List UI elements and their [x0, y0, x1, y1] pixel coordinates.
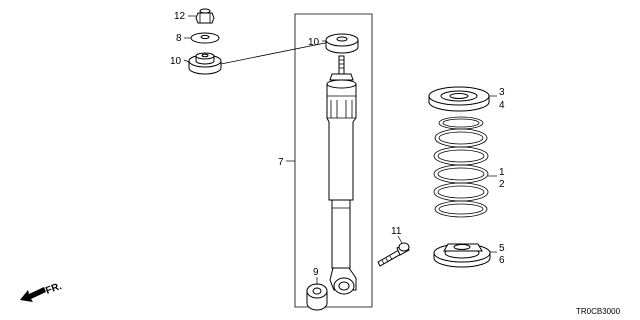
- callout-bushing-upper-inner: 10: [308, 37, 320, 48]
- lower-spring-seat-part: [433, 243, 491, 268]
- nut-part: [195, 8, 215, 24]
- callout-spring-b: 2: [499, 179, 505, 190]
- callout-upper-seat-a: 3: [499, 87, 505, 98]
- callout-bolt: 11: [391, 226, 402, 237]
- upper-spring-seat-part: [428, 86, 490, 112]
- front-direction-arrow-icon: [20, 287, 46, 302]
- shock-absorber-part: [326, 55, 357, 295]
- assembly-link-line: [220, 39, 341, 65]
- diagram-code: TR0CB3000: [576, 307, 621, 316]
- upper-left-bushing-part: [188, 52, 222, 75]
- coil-spring-part: [433, 116, 489, 218]
- callout-washer: 8: [176, 33, 182, 44]
- direction-label: FR.: [44, 281, 63, 297]
- callout-upper-seat-b: 4: [499, 100, 505, 111]
- leader-line-bushing-left: [183, 59, 190, 63]
- callout-spring-a: 1: [499, 167, 505, 178]
- washer-part: [190, 32, 220, 44]
- callout-rubber-bushing: 9: [313, 267, 319, 278]
- callout-lower-seat-a: 5: [499, 243, 505, 254]
- callout-nut: 12: [174, 11, 186, 22]
- callout-shock-absorber: 7: [278, 157, 284, 168]
- assembly-bracket: [294, 13, 373, 308]
- upper-inner-bushing-part: [325, 33, 359, 54]
- bolt-part: [377, 242, 410, 267]
- leader-line-bolt: [397, 235, 403, 244]
- rubber-bushing-part: [306, 283, 328, 311]
- callout-bushing-upper-left: 10: [170, 56, 182, 67]
- callout-lower-seat-b: 6: [499, 255, 505, 266]
